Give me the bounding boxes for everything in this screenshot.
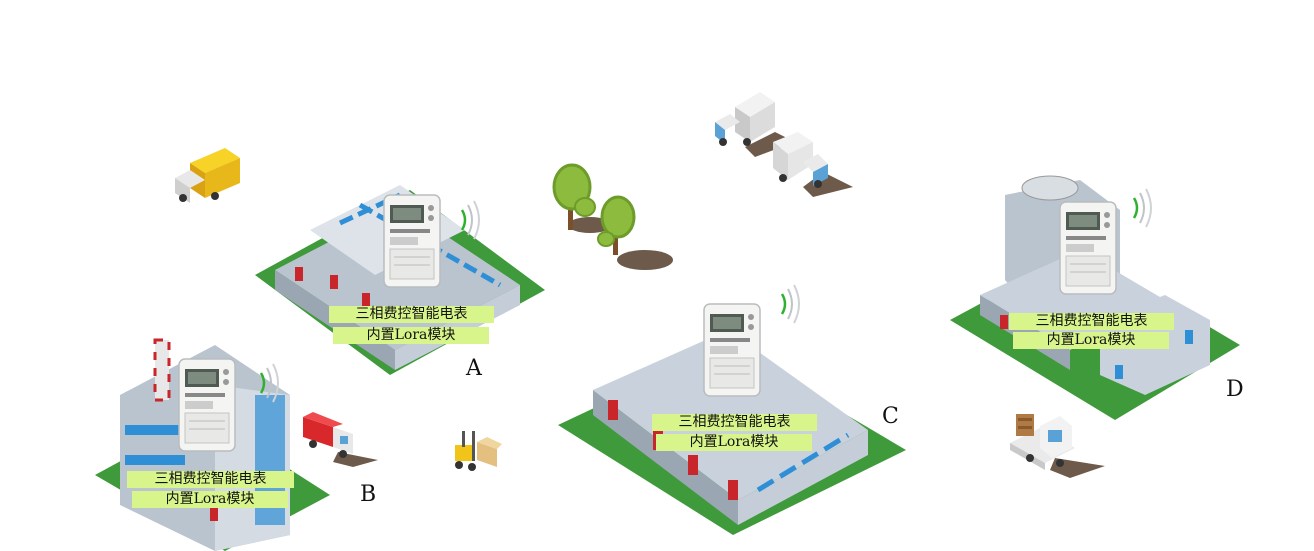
site-a-letter: A (466, 356, 482, 381)
forklift-icon (455, 431, 502, 471)
site-d-label-line2: 内置Lora模块 (1013, 332, 1169, 349)
site-d (950, 170, 1245, 425)
site-b-label-line2: 内置Lora模块 (132, 491, 288, 508)
signal-icon (1132, 187, 1153, 229)
meter-icon (178, 358, 236, 452)
tree-icon (552, 163, 673, 270)
fire-truck-icon (303, 412, 378, 467)
site-c-letter: C (882, 404, 899, 429)
site-d-letter: D (1226, 377, 1244, 402)
signal-icon (460, 199, 481, 241)
site-b-label-line1: 三相费控智能电表 (127, 471, 294, 488)
site-a-label-line2: 内置Lora模块 (333, 327, 489, 344)
yellow-truck-icon (175, 148, 240, 203)
site-d-label-line1: 三相费控智能电表 (1009, 313, 1174, 330)
site-c-label-line1: 三相费控智能电表 (652, 414, 817, 431)
site-c-label-line2: 内置Lora模块 (656, 434, 812, 451)
site-a-label-line1: 三相费控智能电表 (329, 306, 494, 323)
signal-icon (259, 362, 280, 404)
meter-icon (1059, 201, 1117, 295)
signal-icon (780, 283, 801, 325)
cargo-truck-icon (1010, 414, 1105, 478)
meter-icon (703, 303, 761, 397)
site-b-letter: B (360, 482, 377, 507)
white-truck-icon (773, 132, 853, 197)
meter-icon (383, 194, 441, 288)
